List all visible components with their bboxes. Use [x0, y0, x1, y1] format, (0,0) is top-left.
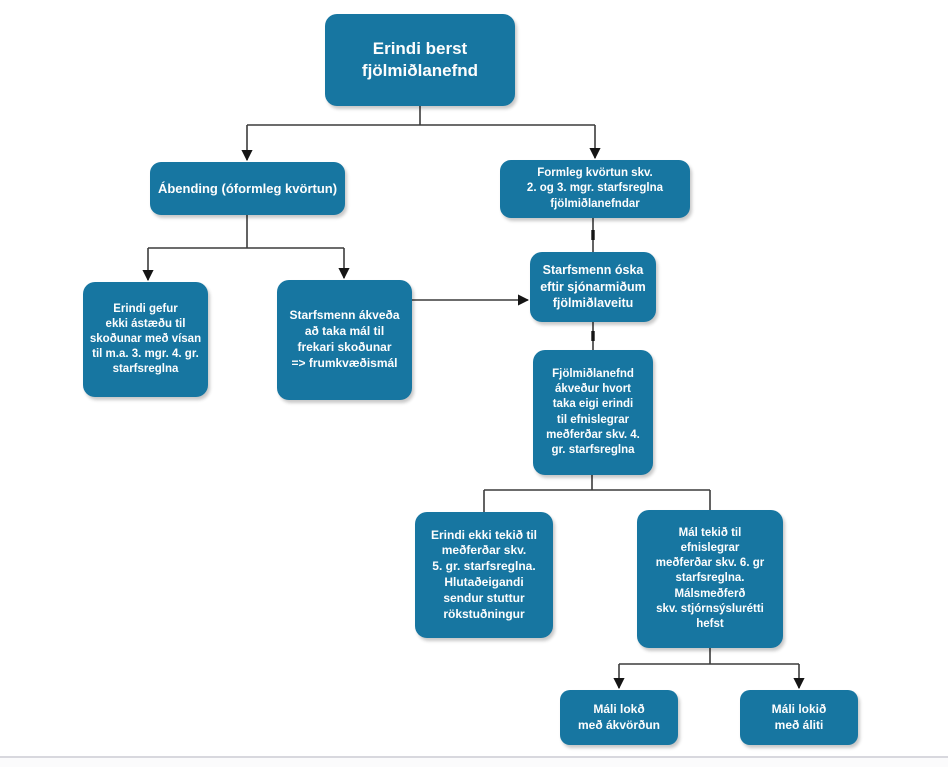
node-erindi-ekki-tekid: Erindi ekki tekið til meðferðar skv. 5. …: [415, 512, 553, 638]
connector-root-branch: [241, 106, 601, 162]
node-starfsmenn-akveda: Starfsmenn ákveða að taka mál til frekar…: [277, 280, 412, 400]
node-label: Ábending (óformleg kvörtun): [157, 180, 338, 196]
node-label: Formleg kvörtun skv. 2. og 3. mgr. starf…: [526, 167, 664, 210]
node-mali-lokid-aliti: Máli lokið með áliti: [740, 690, 858, 745]
node-abending: Ábending (óformleg kvörtun): [150, 162, 345, 215]
node-label: Erindi gefur ekki ástæðu til skoðunar me…: [89, 302, 202, 376]
node-label: Mál tekið til efnislegrar meðferðar skv.…: [655, 526, 765, 630]
node-label: Starfsmenn ákveða að taka mál til frekar…: [289, 308, 400, 370]
node-erindi-gefur-ekki: Erindi gefur ekki ástæðu til skoðunar me…: [83, 282, 208, 397]
node-label: Erindi ekki tekið til meðferðar skv. 5. …: [430, 527, 538, 621]
node-starfsmenn-oska: Starfsmenn óska eftir sjónarmiðum fjölmi…: [530, 252, 656, 322]
page-bottom-strip: [0, 758, 948, 767]
node-fjolmidlanefnd-akvedur: Fjölmiðlanefnd ákveður hvort taka eigi e…: [533, 350, 653, 475]
node-mali-lokid-akvordun: Máli lokð með ákvörðun: [560, 690, 678, 745]
node-erindi-berst: Erindi berst fjölmiðlanefnd: [325, 14, 515, 106]
node-label: Fjölmiðlanefnd ákveður hvort taka eigi e…: [546, 367, 640, 456]
connector-abending-branch: [142, 215, 350, 282]
node-label: Máli lokið með áliti: [771, 701, 827, 732]
page-bottom-divider: [0, 756, 948, 758]
node-label: Erindi berst fjölmiðlanefnd: [361, 38, 479, 80]
node-label: Máli lokð með ákvörðun: [577, 701, 661, 732]
connector-akvedur-branch: [483, 475, 711, 512]
node-label: Starfsmenn óska eftir sjónarmiðum fjölmi…: [540, 263, 646, 311]
connector-maltekid-branch: [613, 648, 805, 690]
node-formleg-kvortun: Formleg kvörtun skv. 2. og 3. mgr. starf…: [500, 160, 690, 218]
node-mal-tekid: Mál tekið til efnislegrar meðferðar skv.…: [637, 510, 783, 648]
